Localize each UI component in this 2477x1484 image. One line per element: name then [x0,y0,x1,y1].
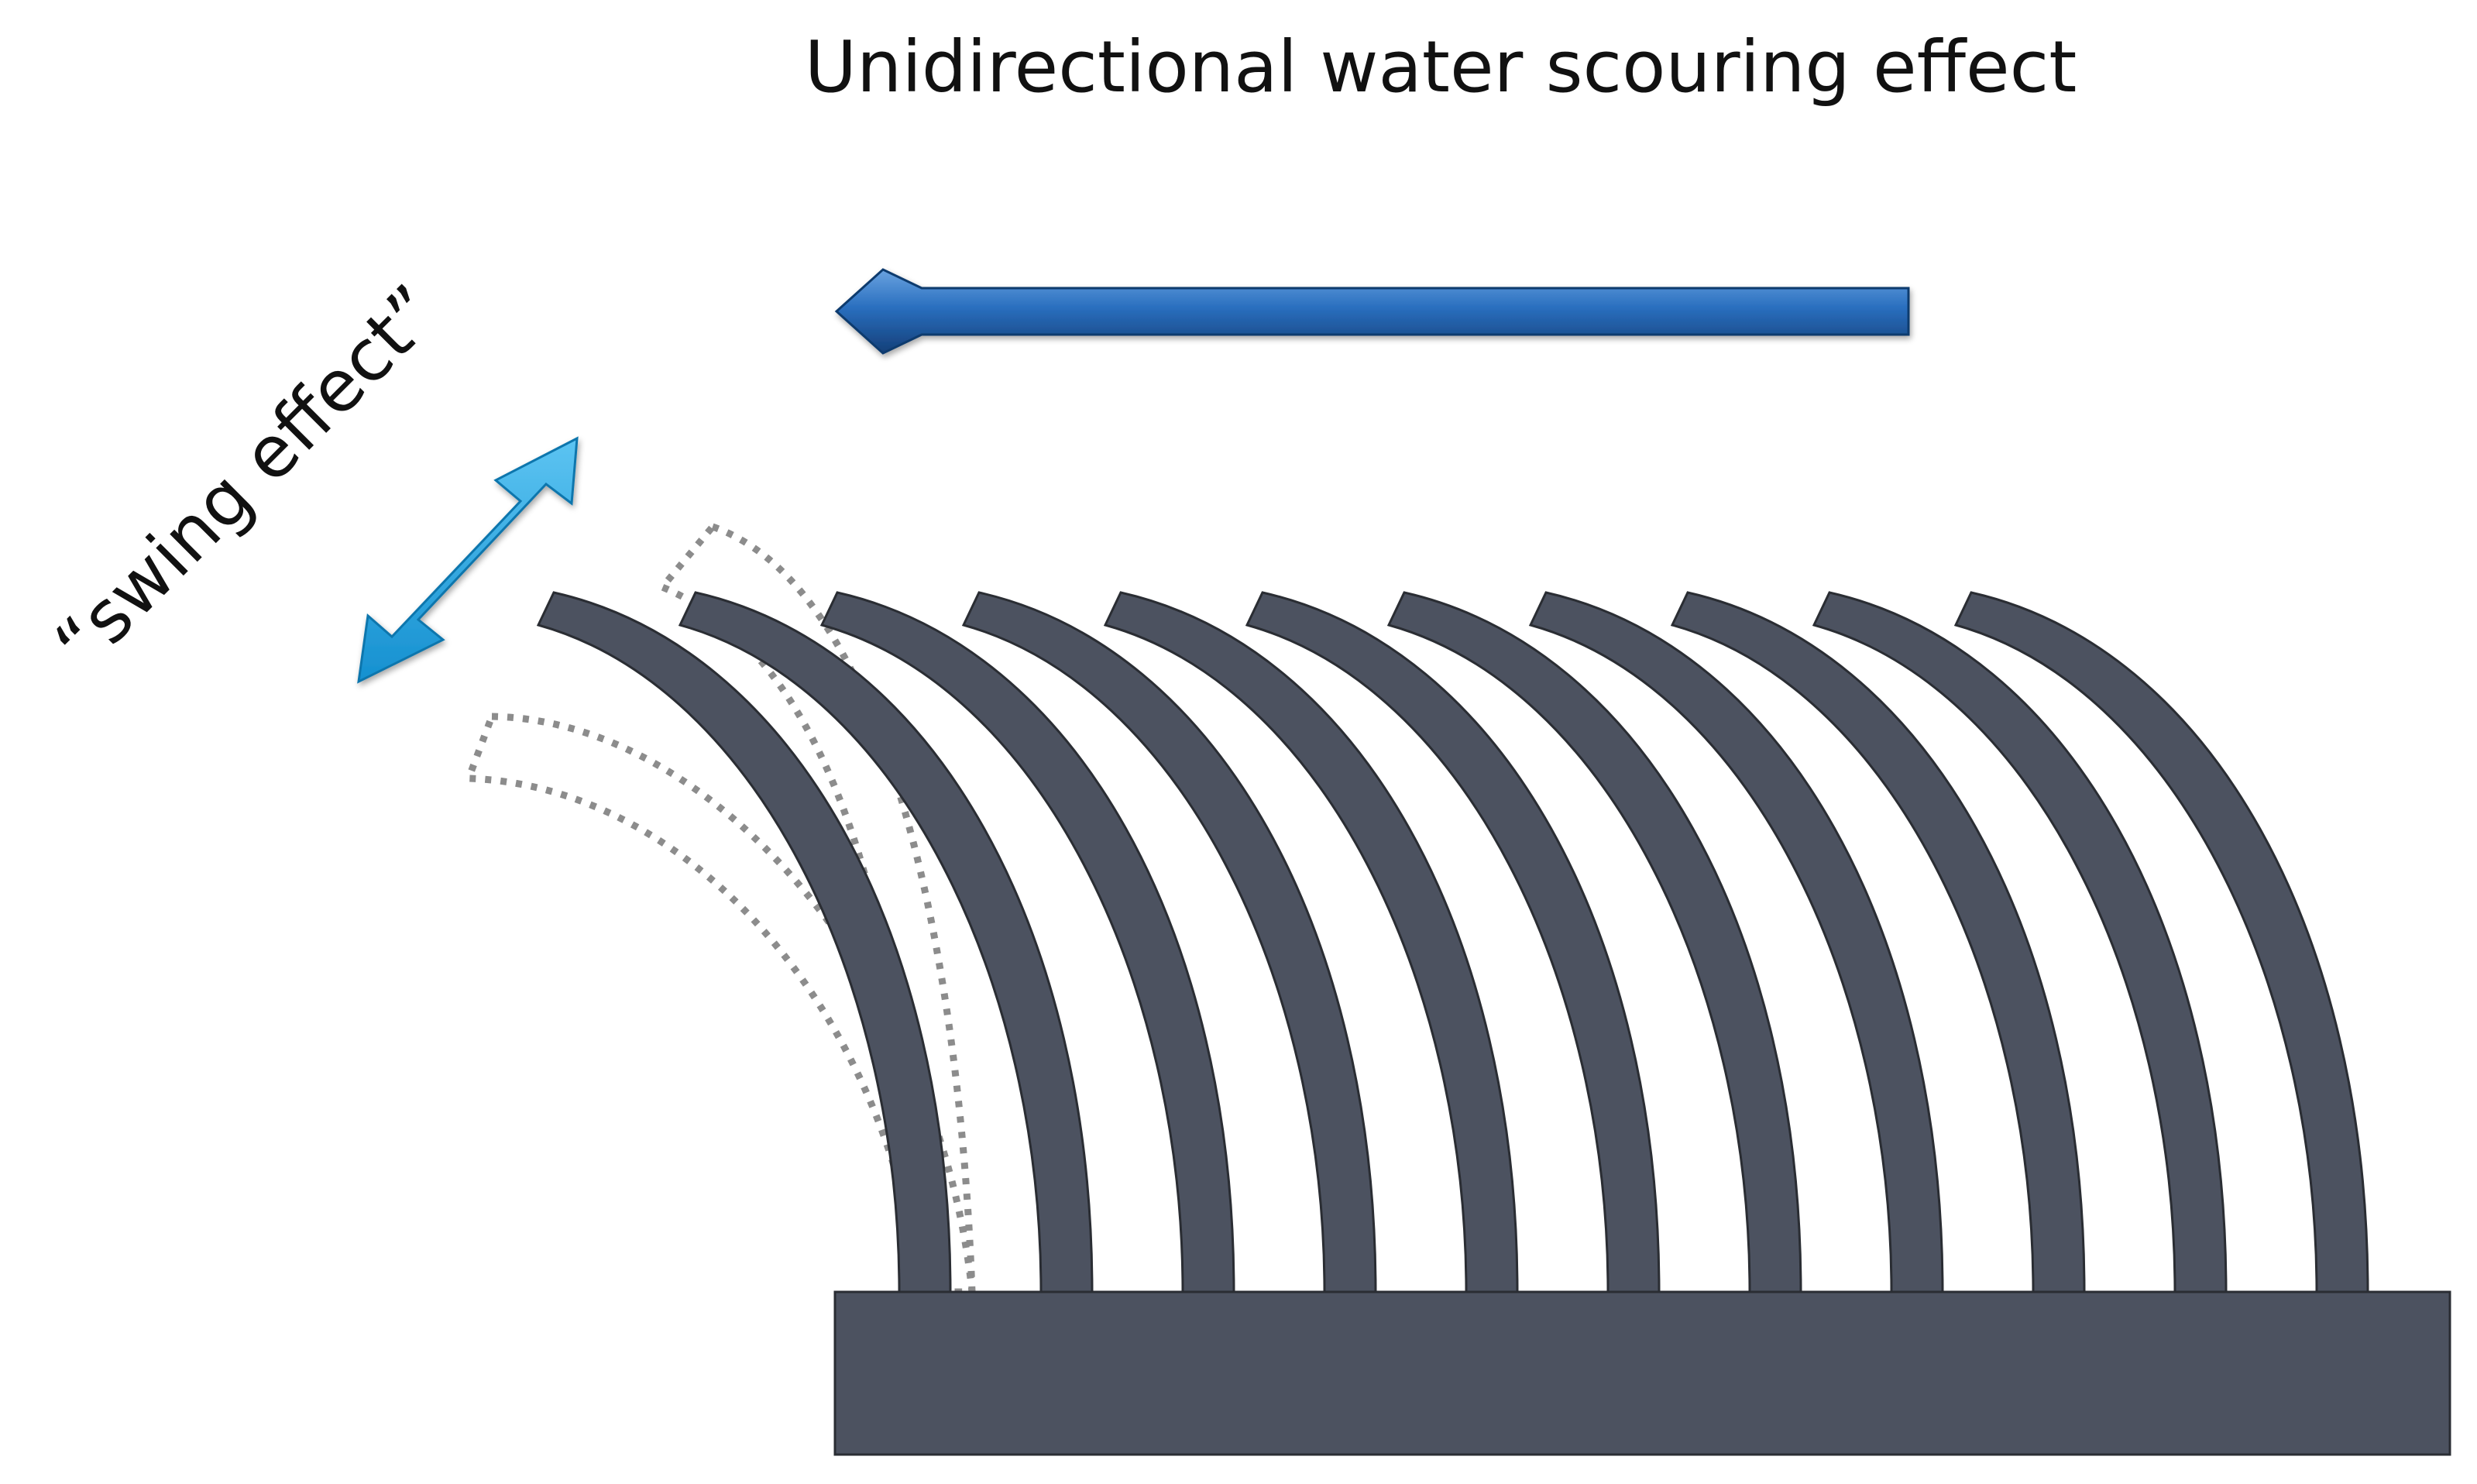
double-headed-arrow-icon [357,436,579,684]
flow-label: Unidirectional water scouring effect [805,26,2077,108]
ghost-fiber-bent [463,713,976,1296]
fiber-group [536,591,2369,1293]
fiber-1 [536,591,952,1293]
swing-label: “swing effect” [39,270,455,686]
swing-arrow [357,436,579,684]
left-arrow-icon [834,268,1910,355]
flow-arrow [834,268,1910,355]
base-plate [833,1290,2451,1456]
